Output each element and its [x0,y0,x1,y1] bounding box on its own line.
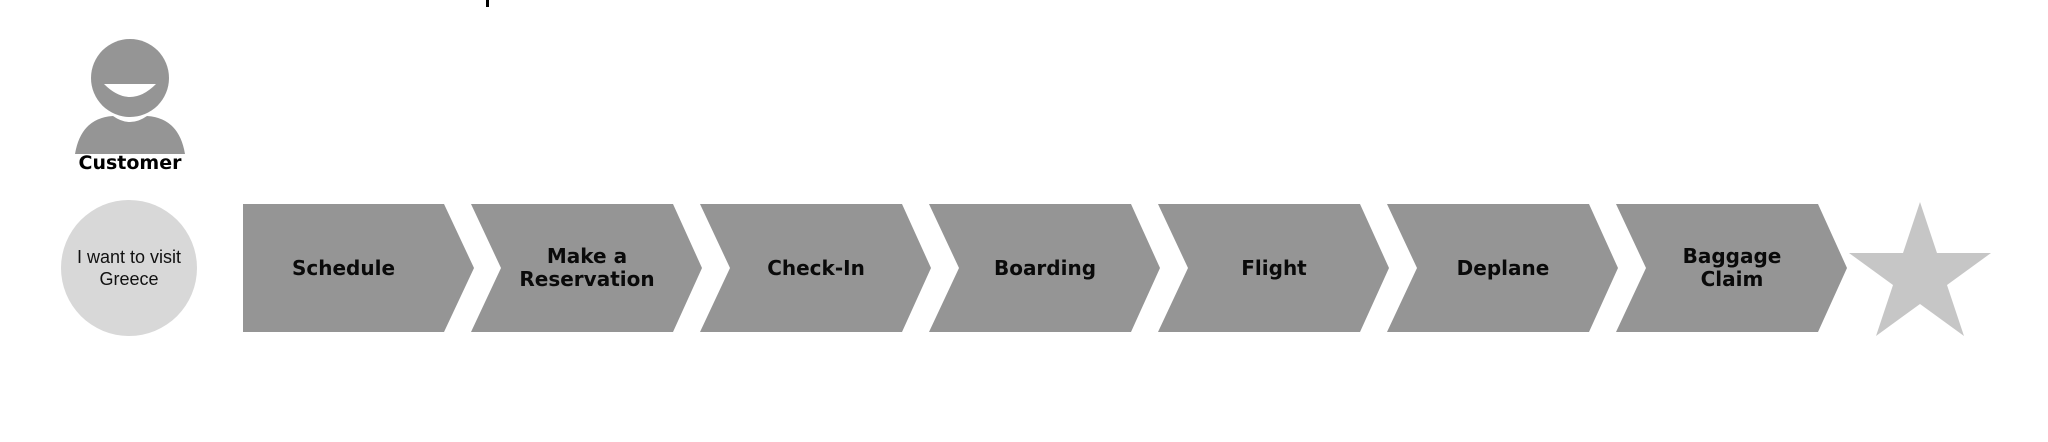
step-chevron-deplane [1387,204,1618,332]
step-label-reservation: Make a Reservation [519,244,655,291]
step-chevron-boarding [929,204,1160,332]
customer-label: Customer [78,152,182,174]
goal-text: I want to visit Greece [76,247,182,289]
goal-circle: I want to visit Greece [61,200,197,336]
step-chevron-baggage [1616,204,1847,332]
step-label-schedule: Schedule [291,255,396,280]
star-icon [1849,202,1991,336]
step-label-deplane: Deplane [1456,255,1550,280]
step-chevron-flight [1158,204,1389,332]
person-icon [75,39,185,154]
step-chevron-schedule [243,204,474,332]
step-label-checkin: Check-In [767,255,865,280]
step-chevron-checkin [700,204,931,332]
top-edge-mark [486,0,489,7]
step-chevron-reservation [471,204,702,332]
step-label-flight: Flight [1241,255,1307,280]
step-label-boarding: Boarding [993,255,1097,280]
step-label-baggage: Baggage Claim [1682,244,1782,291]
